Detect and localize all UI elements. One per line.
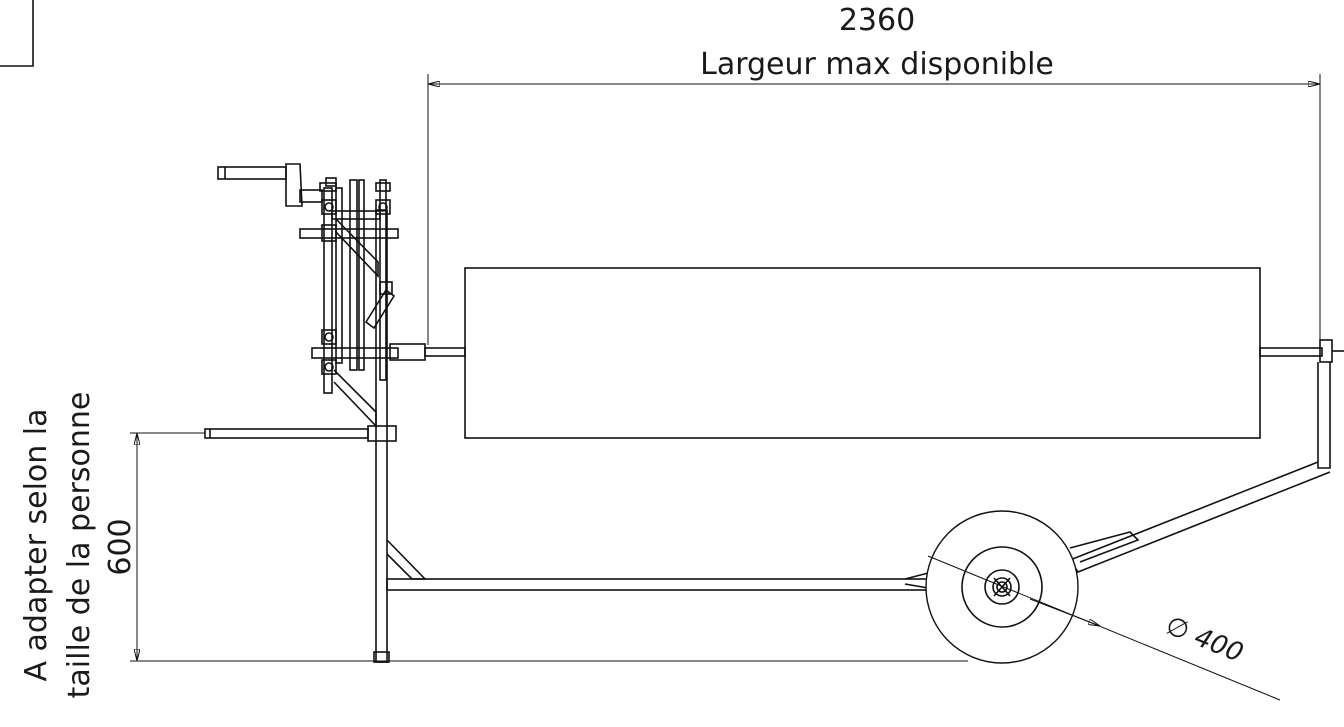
width-dimension-value: 2360	[839, 3, 915, 38]
height-dimension-note-line1: A adapter selon la	[19, 408, 54, 681]
post-foot	[373, 651, 390, 663]
wheel-hub	[984, 569, 1020, 605]
height-dimension-note-line2: taille de la personne	[62, 392, 97, 699]
wheel-rim	[961, 546, 1043, 628]
width-dimension-label: Largeur max disponible	[700, 47, 1054, 82]
bottom-bar	[386, 578, 933, 591]
height-dimension: 600 A adapter selon la taille de la pers…	[19, 392, 968, 699]
right-support-arm	[1068, 362, 1331, 573]
crank-handle	[217, 166, 287, 180]
roller-assembly	[389, 267, 1344, 439]
shaft-collar-left	[389, 343, 426, 361]
title-block-corner	[0, 0, 34, 67]
roller-shaft-left	[424, 347, 466, 357]
main-frame	[204, 209, 941, 663]
crank-mechanism	[217, 163, 399, 428]
roller-shaft-right	[1259, 347, 1323, 357]
roller-drum	[464, 267, 1261, 439]
wheel	[925, 510, 1079, 664]
width-dimension: 2360 Largeur max disponible	[427, 3, 1321, 345]
height-dimension-value: 600	[103, 518, 138, 575]
wheel-diameter-value: ∅ 400	[1161, 611, 1247, 669]
handle-bar	[204, 428, 369, 439]
